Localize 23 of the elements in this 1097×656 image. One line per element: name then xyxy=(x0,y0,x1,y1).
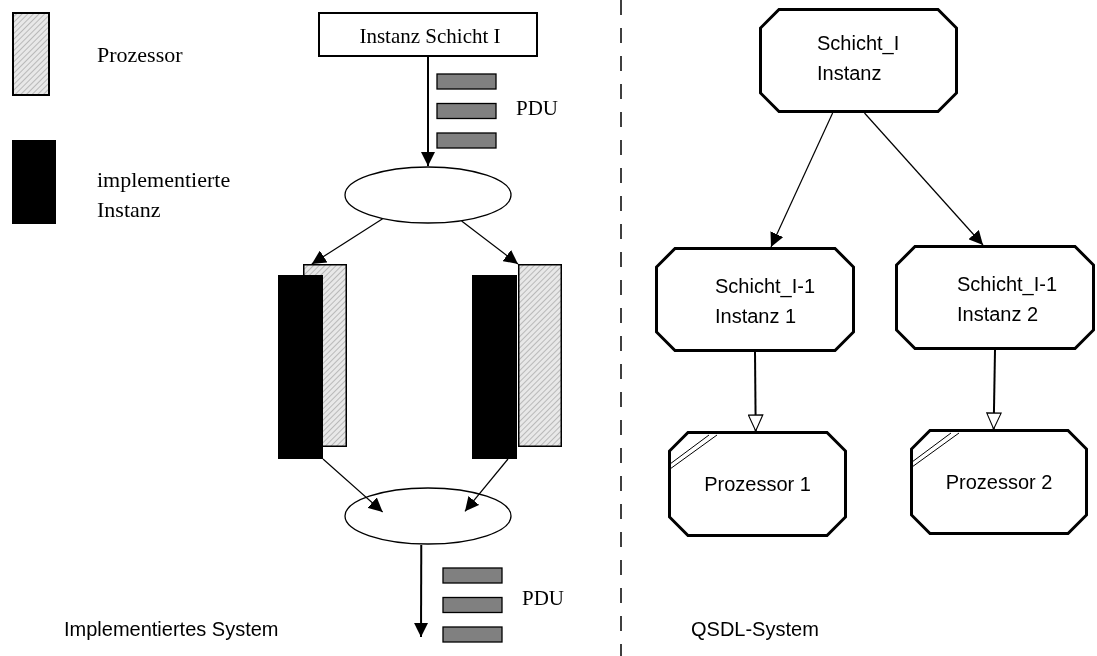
processor-bar xyxy=(518,264,562,447)
legend-label: implementierte Instanz xyxy=(97,166,232,224)
process-octagon xyxy=(759,8,958,113)
text-label: Implementiertes System xyxy=(64,617,279,642)
ellipse-shape xyxy=(344,487,512,545)
node-label: Schicht_I-1 Instanz 2 xyxy=(957,272,1059,327)
processor-octagon xyxy=(668,431,847,537)
text-label: QSDL-System xyxy=(691,617,819,642)
process-octagon xyxy=(655,247,855,352)
legend-label: Prozessor xyxy=(97,41,184,69)
ellipse-shape xyxy=(344,166,512,224)
node-label: Instanz Schicht I xyxy=(358,23,502,49)
process-octagon xyxy=(895,245,1095,350)
node-label: Schicht_I Instanz xyxy=(817,31,901,86)
node-label: Prozessor 2 xyxy=(944,470,1054,495)
node-label: Prozessor 1 xyxy=(703,472,812,497)
text-label: PDU xyxy=(516,95,558,121)
node-label: Schicht_I-1 Instanz 1 xyxy=(715,274,817,329)
instance-bar xyxy=(472,275,517,459)
process-box xyxy=(318,12,538,57)
text-label: PDU xyxy=(522,585,564,611)
processor-octagon xyxy=(910,429,1088,535)
instance-bar xyxy=(278,275,323,459)
